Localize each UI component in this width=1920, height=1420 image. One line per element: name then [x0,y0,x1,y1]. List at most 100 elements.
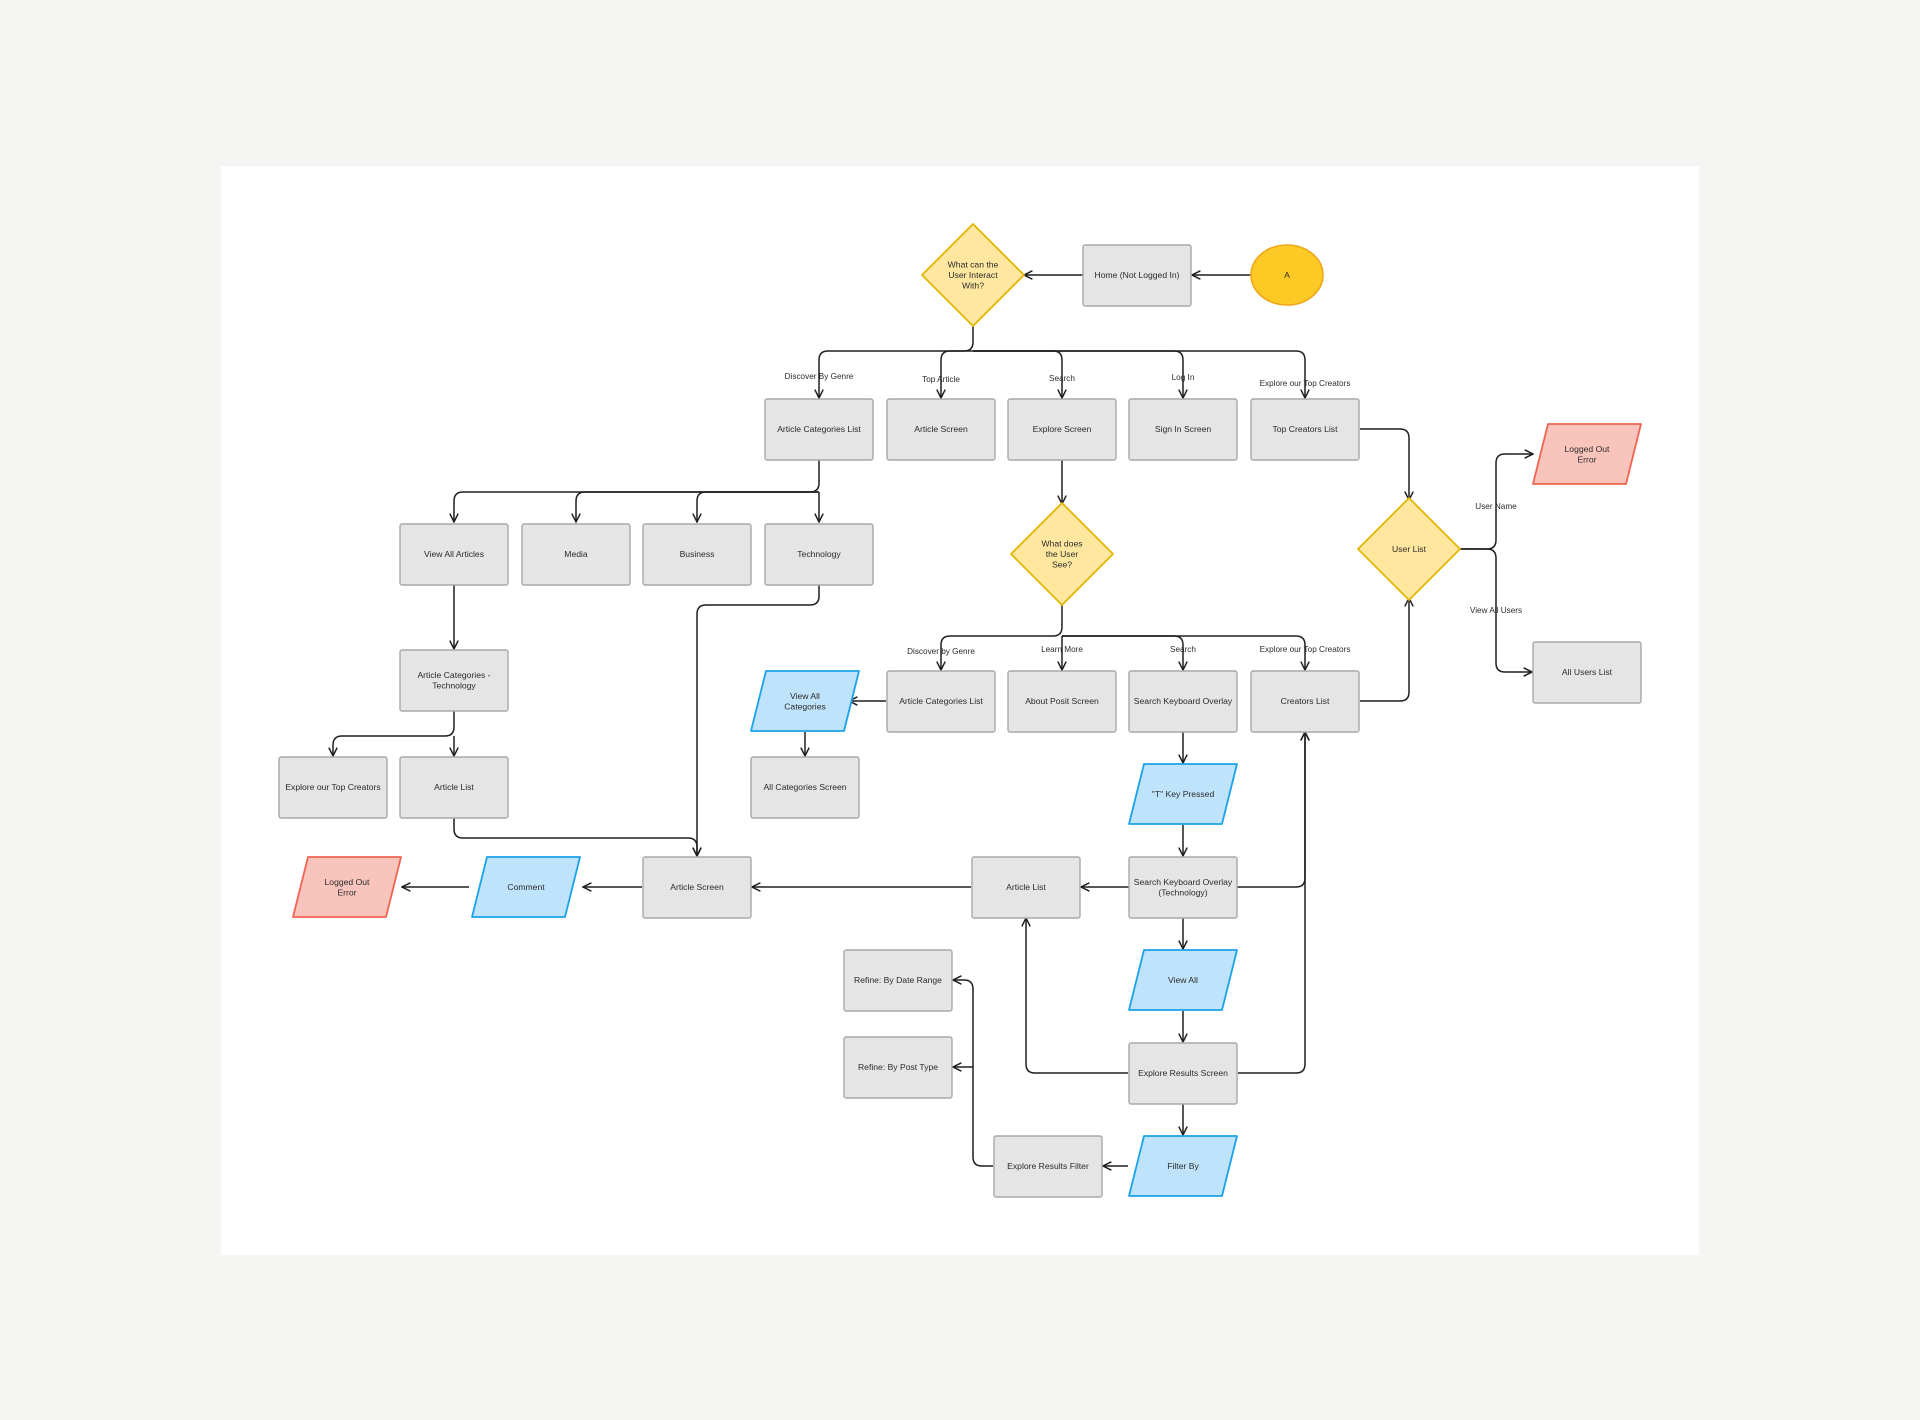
node-media: Media [521,523,631,586]
node-search-keyboard-overlay: Search Keyboard Overlay [1128,670,1238,733]
node-about-posit-screen: About Posit Screen [1007,670,1117,733]
node-label: Creators List [1281,696,1330,706]
node-label: View All [1168,975,1198,985]
connector-25 [1360,598,1409,702]
node-article-categories-list-2: Article Categories List [886,670,996,733]
connector-10 [1460,548,1532,672]
edge-label-learn-more: Learn More [1041,645,1083,654]
connector-8 [1360,428,1409,500]
node-label: User List [1392,544,1427,554]
node-label: Explore Results Filter [1007,1161,1089,1171]
node-explore-screen: Explore Screen [1007,398,1117,461]
node-refine-post-type: Refine: By Post Type [843,1036,953,1099]
node-label: See? [1052,560,1072,570]
node-filter-by: Filter By [1128,1135,1238,1197]
node-all-categories-screen: All Categories Screen [750,756,860,819]
node-label: Technology [432,680,476,690]
node-view-all-articles: View All Articles [399,523,509,586]
edge-label-discover-by-genre: Discover By Genre [785,372,854,381]
node-label: Comment [507,882,545,892]
node-label: Filter By [1167,1161,1199,1171]
node-article-screen-main: Article Screen [642,856,752,919]
node-label: User Interact [948,270,998,280]
node-creators-list: Creators List [1250,670,1360,733]
node-label: All Categories Screen [763,782,846,792]
connector-41 [953,980,993,1167]
node-refine-date: Refine: By Date Range [843,949,953,1012]
node-label: Sign In Screen [1155,424,1212,434]
edge-label-user-name: User Name [1475,502,1517,511]
node-label: "T" Key Pressed [1152,789,1215,799]
connector-33 [453,818,697,856]
node-label: All Users List [1562,667,1613,677]
connector-3 [819,326,974,398]
node-label: About Posit Screen [1025,696,1099,706]
node-label: Article List [1006,882,1046,892]
node-explore-results-filter: Explore Results Filter [993,1135,1103,1198]
connector-37 [1026,918,1128,1074]
connector-12 [576,491,819,522]
node-user-list: User List [1357,497,1461,601]
node-label: Refine: By Post Type [858,1062,938,1072]
node-label: What can the [948,260,999,270]
node-top-creators-list: Top Creators List [1250,398,1360,461]
node-label: (Technology) [1158,887,1207,897]
node-article-categories-list: Article Categories List [764,398,874,461]
node-label: Error [337,887,356,897]
node-label: Search Keyboard Overlay [1134,877,1233,887]
connector-17 [333,711,455,756]
node-label: Explore Screen [1033,424,1092,434]
edge-label-search-mid: Search [1170,645,1196,654]
node-label: Article Categories List [899,696,983,706]
node-explore-top-creators-left: Explore our Top Creators [278,756,388,819]
node-label: Search Keyboard Overlay [1134,696,1233,706]
connector-9 [1460,454,1533,550]
node-business: Business [642,523,752,586]
edge-label-top-article: Top Article [922,375,960,384]
node-search-keyboard-overlay-tech: Search Keyboard Overlay(Technology) [1128,856,1238,919]
connector-22 [1062,635,1305,670]
connector-4 [941,350,973,398]
node-label: Error [1577,454,1596,464]
edge-label-explore-top-creators-top: Explore our Top Creators [1260,379,1351,388]
connectors [333,275,1533,1166]
node-label: Logged Out [325,877,371,887]
connector-7 [973,350,1305,398]
node-label: Business [680,549,715,559]
node-label: View All Articles [424,549,484,559]
node-technology: Technology [764,523,874,586]
node-sign-in-screen: Sign In Screen [1128,398,1238,461]
connector-13 [697,491,819,522]
node-start-a: A [1250,244,1324,306]
node-home: Home (Not Logged In) [1082,244,1192,307]
node-label: Article Screen [914,424,968,434]
node-label: Logged Out [1565,444,1611,454]
node-explore-results-screen: Explore Results Screen [1128,1042,1238,1105]
connector-38 [1238,732,1305,1074]
node-label: Article Screen [670,882,724,892]
node-label: Explore our Top Creators [285,782,380,792]
node-label: Categories [784,701,826,711]
node-label: Article Categories - [417,670,490,680]
node-all-users-list: All Users List [1532,641,1642,704]
node-label: View All [790,691,820,701]
edge-label-explore-top-creators-mid: Explore our Top Creators [1260,645,1351,654]
node-article-list-left: Article List [399,756,509,819]
node-article-screen-top: Article Screen [886,398,996,461]
node-label: the User [1046,549,1079,559]
edge-label-search-top: Search [1049,374,1075,383]
connector-11 [454,460,820,522]
node-label: Article Categories List [777,424,861,434]
connector-6 [973,350,1183,398]
edge-label-view-all-users: View All Users [1470,606,1522,615]
node-label: With? [962,281,984,291]
edge-label-discover-by-genre-2: Discover by Genre [907,647,975,656]
connector-34 [697,585,820,856]
